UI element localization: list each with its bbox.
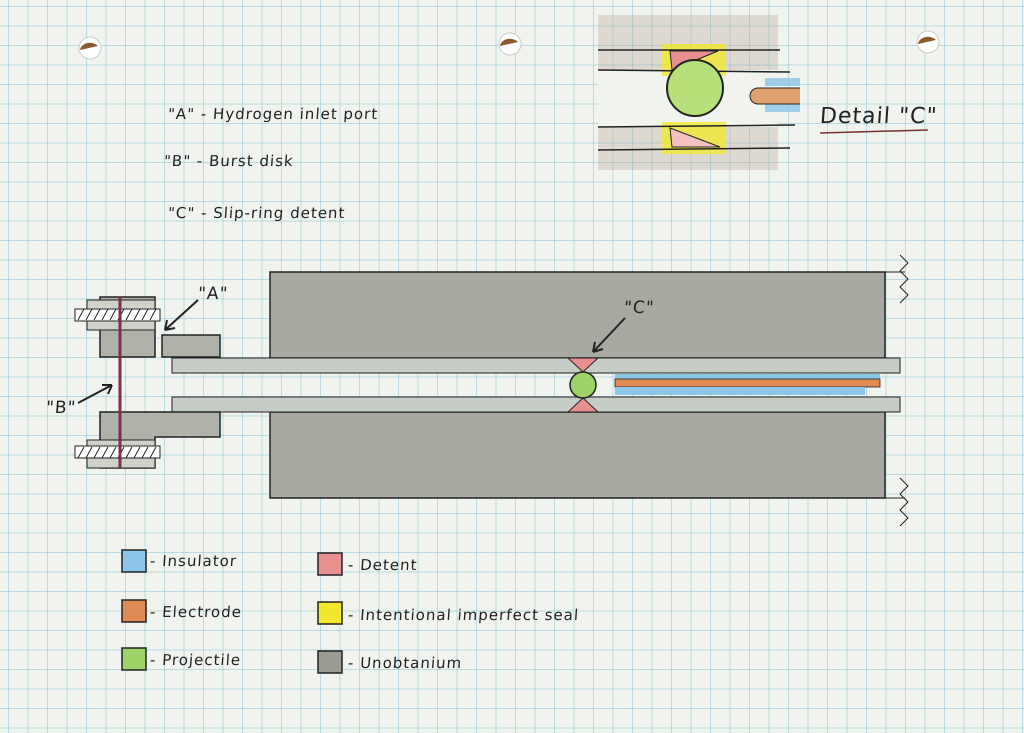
- key-text: - Burst disk: [196, 152, 295, 170]
- legend-swatches: [121, 549, 343, 674]
- key-letter: "A": [167, 105, 196, 123]
- callout-c: "C": [623, 298, 656, 318]
- legend-unobtanium: - Unobtanium: [347, 654, 463, 672]
- key-text: - Hydrogen inlet port: [200, 105, 379, 123]
- key-letter: "C": [167, 204, 196, 222]
- key-letter: "B": [163, 152, 192, 170]
- key-b: "B" - Burst disk: [163, 152, 294, 170]
- binder-holes: [78, 30, 940, 60]
- detail-c-label: Detail "C": [819, 104, 939, 129]
- callout-b: "B": [45, 398, 78, 418]
- legend-insulator: - Insulator: [149, 552, 238, 570]
- legend-projectile: - Projectile: [149, 651, 242, 669]
- detail-c-drawing: [597, 15, 929, 170]
- callout-a: "A": [197, 284, 229, 304]
- key-a: "A" - Hydrogen inlet port: [167, 105, 378, 123]
- legend-electrode: - Electrode: [149, 603, 243, 621]
- legend-detent: - Detent: [347, 556, 419, 574]
- legend-seal: - Intentional imperfect seal: [347, 606, 580, 624]
- breech-flange: [74, 296, 221, 469]
- barrel-assembly: [171, 254, 909, 527]
- key-text: - Slip-ring detent: [200, 204, 347, 222]
- callout-arrows: [77, 299, 626, 404]
- key-c: "C" - Slip-ring detent: [167, 204, 346, 222]
